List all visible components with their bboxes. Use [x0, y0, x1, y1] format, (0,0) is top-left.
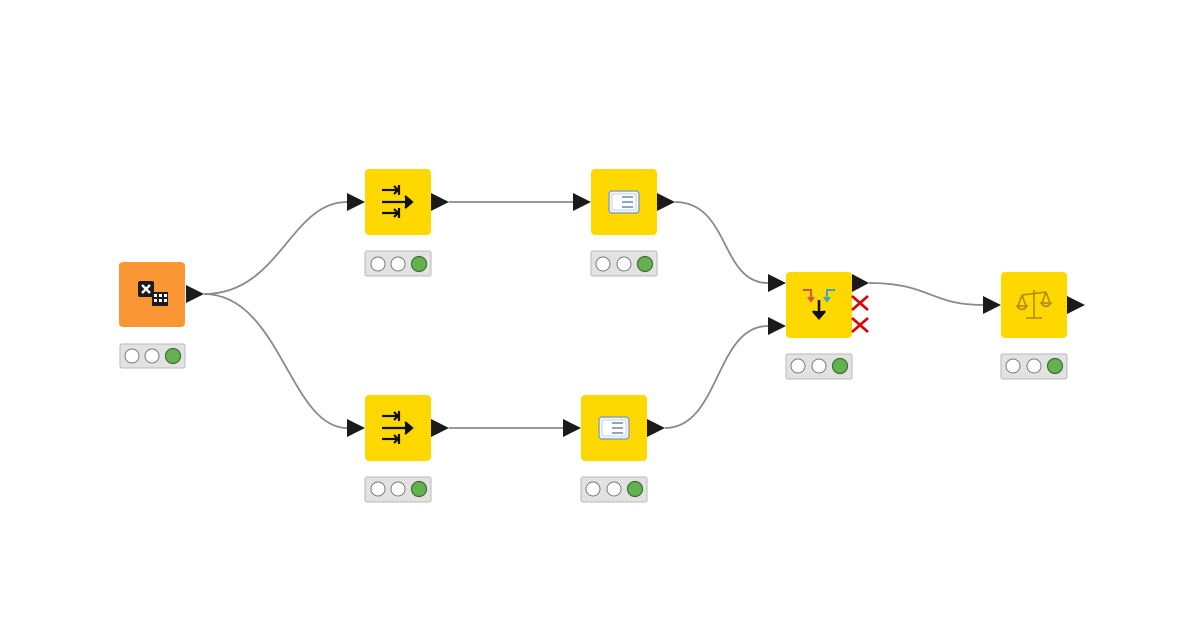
- input-port[interactable]: [573, 193, 591, 211]
- status-tray: [364, 250, 432, 277]
- input-port-2[interactable]: [768, 317, 786, 335]
- node-concatenate[interactable]: [768, 272, 869, 380]
- output-port[interactable]: [647, 419, 665, 437]
- input-port[interactable]: [983, 296, 1001, 314]
- output-port[interactable]: [1067, 296, 1085, 314]
- status-executed-light: [410, 480, 428, 498]
- status-executed-light: [164, 347, 182, 365]
- status-executed-light: [636, 255, 654, 273]
- output-port[interactable]: [186, 285, 204, 303]
- status-tray: [364, 476, 432, 503]
- excel-table-icon: [138, 281, 168, 306]
- inactive-port-x-icon: [851, 295, 869, 333]
- input-port[interactable]: [563, 419, 581, 437]
- node-row-filter-bottom[interactable]: [563, 395, 665, 503]
- node-row-filter-top[interactable]: [573, 169, 675, 277]
- status-executed-light: [410, 255, 428, 273]
- status-executed-light: [831, 357, 849, 375]
- concatenate-arrows-icon: [803, 289, 835, 320]
- column-filter-arrows-icon: [382, 185, 414, 218]
- status-tray: [580, 476, 648, 503]
- input-port[interactable]: [347, 193, 365, 211]
- status-executed-light: [626, 480, 644, 498]
- connections: [203, 201, 984, 429]
- status-executed-light: [1046, 357, 1064, 375]
- node-scorer[interactable]: [983, 272, 1085, 380]
- output-port[interactable]: [431, 419, 449, 437]
- output-port[interactable]: [852, 274, 869, 292]
- status-tray: [119, 343, 186, 369]
- node-excel-reader[interactable]: [119, 262, 204, 369]
- output-port[interactable]: [657, 193, 675, 211]
- output-port[interactable]: [431, 193, 449, 211]
- connection-concatenate-to-scorer[interactable]: [868, 282, 984, 306]
- connection-excel-to-colfilter-bottom[interactable]: [203, 293, 348, 429]
- input-port[interactable]: [347, 419, 365, 437]
- input-port-1[interactable]: [768, 274, 786, 292]
- column-filter-arrows-icon: [382, 411, 414, 444]
- status-tray: [1000, 353, 1068, 380]
- node-column-filter-top[interactable]: [347, 169, 449, 277]
- connection-excel-to-colfilter-top[interactable]: [203, 201, 348, 295]
- status-tray: [785, 353, 853, 380]
- connection-rowfilter-top-to-concatenate[interactable]: [674, 201, 769, 284]
- status-tray: [590, 250, 658, 277]
- balance-scale-icon: [1015, 290, 1053, 319]
- table-row-icon: [608, 190, 640, 214]
- connection-rowfilter-bottom-to-concatenate[interactable]: [664, 325, 769, 429]
- table-row-icon: [598, 416, 630, 440]
- node-column-filter-bottom[interactable]: [347, 395, 449, 503]
